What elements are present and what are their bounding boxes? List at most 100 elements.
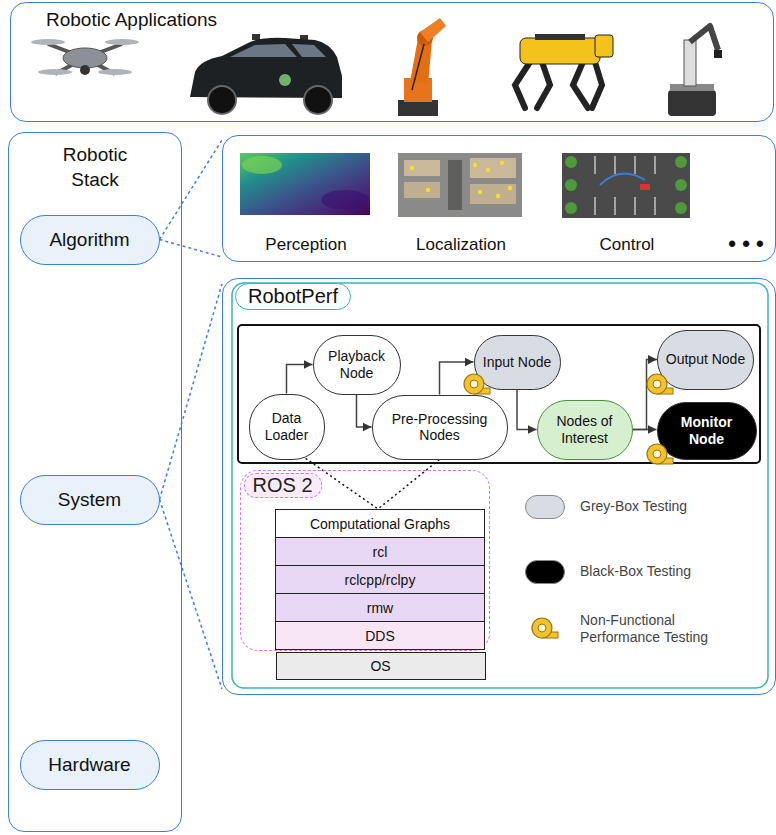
process-node: Playback Node: [313, 335, 401, 395]
image-caption: Localization: [371, 235, 551, 255]
layer-label: rmw: [367, 600, 393, 616]
car-illustration-part: [230, 44, 297, 57]
quadruped-illustration: [515, 34, 613, 108]
layer-label: rclcpp/rclpy: [345, 572, 416, 588]
depth-image: [240, 153, 370, 215]
quadruped-illustration-part: [537, 62, 550, 108]
image-caption: • • •: [721, 233, 771, 255]
parking-lot-image-part: [640, 184, 650, 190]
drone-illustration: [31, 39, 139, 75]
warehouse-image-part: [486, 168, 490, 172]
drone-illustration-part: [31, 39, 65, 45]
connector: [440, 362, 474, 395]
legend-swatch: [525, 560, 565, 584]
warehouse-image-part: [478, 190, 482, 194]
tape-icon: [647, 444, 673, 464]
node-label: Nodes of Interest: [546, 413, 624, 445]
warehouse-image-part: [404, 160, 440, 176]
stack-layer: rmw: [275, 593, 485, 622]
connector: [633, 360, 658, 430]
panel-title: Robotic Applications: [46, 9, 217, 31]
parking-lot-image: [562, 153, 690, 218]
node-label: Pre-Processing Nodes: [381, 411, 499, 443]
stack-layer: rclcpp/rclpy: [275, 565, 485, 594]
tape-icon-part: [464, 374, 484, 394]
connector: [160, 240, 223, 258]
stack-layer: rcl: [275, 537, 485, 566]
parking-lot-image-part: [595, 156, 596, 174]
connector: [633, 429, 657, 431]
drone-illustration-part: [80, 65, 90, 75]
layer-label: rcl: [373, 544, 388, 560]
graph-frame: [238, 325, 760, 463]
stack-layer: DDS: [275, 621, 485, 650]
layer-label: Computational Graphs: [310, 516, 450, 532]
tape-icon-part: [532, 618, 552, 638]
connector: [357, 395, 372, 428]
car-illustration: [190, 34, 342, 114]
depth-image-part: [321, 190, 369, 210]
legend-item: Black-Box Testing: [525, 560, 755, 584]
parking-lot-image-part: [655, 197, 656, 215]
pill-label: Algorithm: [49, 229, 129, 251]
tape-icon: [532, 618, 558, 638]
layer-pill: Hardware: [20, 740, 160, 790]
car-illustration-part: [304, 86, 332, 114]
mobile-manipulator-illustration-part: [714, 50, 722, 58]
framework-badge: RobotPerf: [235, 283, 351, 310]
parking-lot-image-part: [675, 156, 687, 168]
parking-lot-image-part: [595, 197, 596, 215]
legend-item: Grey-Box Testing: [525, 495, 755, 519]
mobile-manipulator-illustration-part: [690, 26, 718, 50]
tape-icon-part: [657, 388, 673, 394]
stack-title: Robotic Stack: [40, 143, 150, 192]
quadruped-illustration-part: [595, 35, 613, 57]
drone-illustration-part: [38, 69, 72, 75]
layer-pill: System: [20, 475, 160, 525]
quadruped-illustration-part: [573, 62, 588, 108]
drone-illustration-part: [98, 69, 132, 75]
depth-image-part: [240, 153, 370, 215]
group-badge: ROS 2: [244, 473, 322, 498]
warehouse-image-part: [508, 186, 512, 190]
ros2-group: Computational Graphs rcl rclcpp/rclpy rmwDD…: [240, 470, 490, 651]
connector: [160, 284, 223, 500]
node-label: Data Loader: [258, 410, 316, 442]
parking-lot-image-part: [615, 197, 616, 215]
warehouse-image-part: [470, 158, 516, 178]
stack-layer: Computational Graphs: [275, 509, 485, 538]
parking-lot-image-part: [565, 156, 577, 168]
warehouse-image-part: [473, 163, 477, 167]
parking-lot-image-part: [675, 179, 687, 191]
robot-arm-illustration-part: [398, 100, 438, 116]
robotperf-inner-frame-part: [232, 283, 768, 688]
node-label: Output Node: [666, 351, 745, 367]
image-caption: Perception: [241, 235, 371, 255]
drone-illustration-part: [105, 39, 139, 45]
warehouse-image-part: [410, 166, 414, 170]
connector: [378, 460, 440, 510]
warehouse-image-part: [470, 184, 516, 204]
tape-icon-part: [657, 458, 673, 464]
node-label: Input Node: [483, 354, 552, 370]
robot-arm-illustration: [398, 18, 446, 116]
warehouse-image-part: [500, 161, 504, 165]
layer-label: OS: [370, 658, 390, 674]
legend-label: Black-Box Testing: [580, 563, 755, 581]
robotperf-inner-frame: [232, 283, 768, 688]
connector: [160, 140, 223, 240]
tape-icon-part: [653, 380, 661, 388]
legend-label: Grey-Box Testing: [580, 498, 755, 516]
parking-lot-image-part: [615, 156, 616, 174]
node-label: Playback Node: [322, 348, 392, 380]
grey-box-node: Input Node: [474, 335, 561, 390]
parking-lot-image-part: [565, 179, 577, 191]
image-caption: Control: [551, 235, 703, 255]
car-illustration-part: [279, 74, 291, 86]
car-illustration-part: [208, 86, 236, 114]
legend-item: Non-Functional Performance Testing: [525, 608, 755, 650]
parking-lot-image-part: [675, 202, 687, 214]
warehouse-image: [398, 153, 522, 217]
graph-frame-part: [238, 325, 760, 463]
